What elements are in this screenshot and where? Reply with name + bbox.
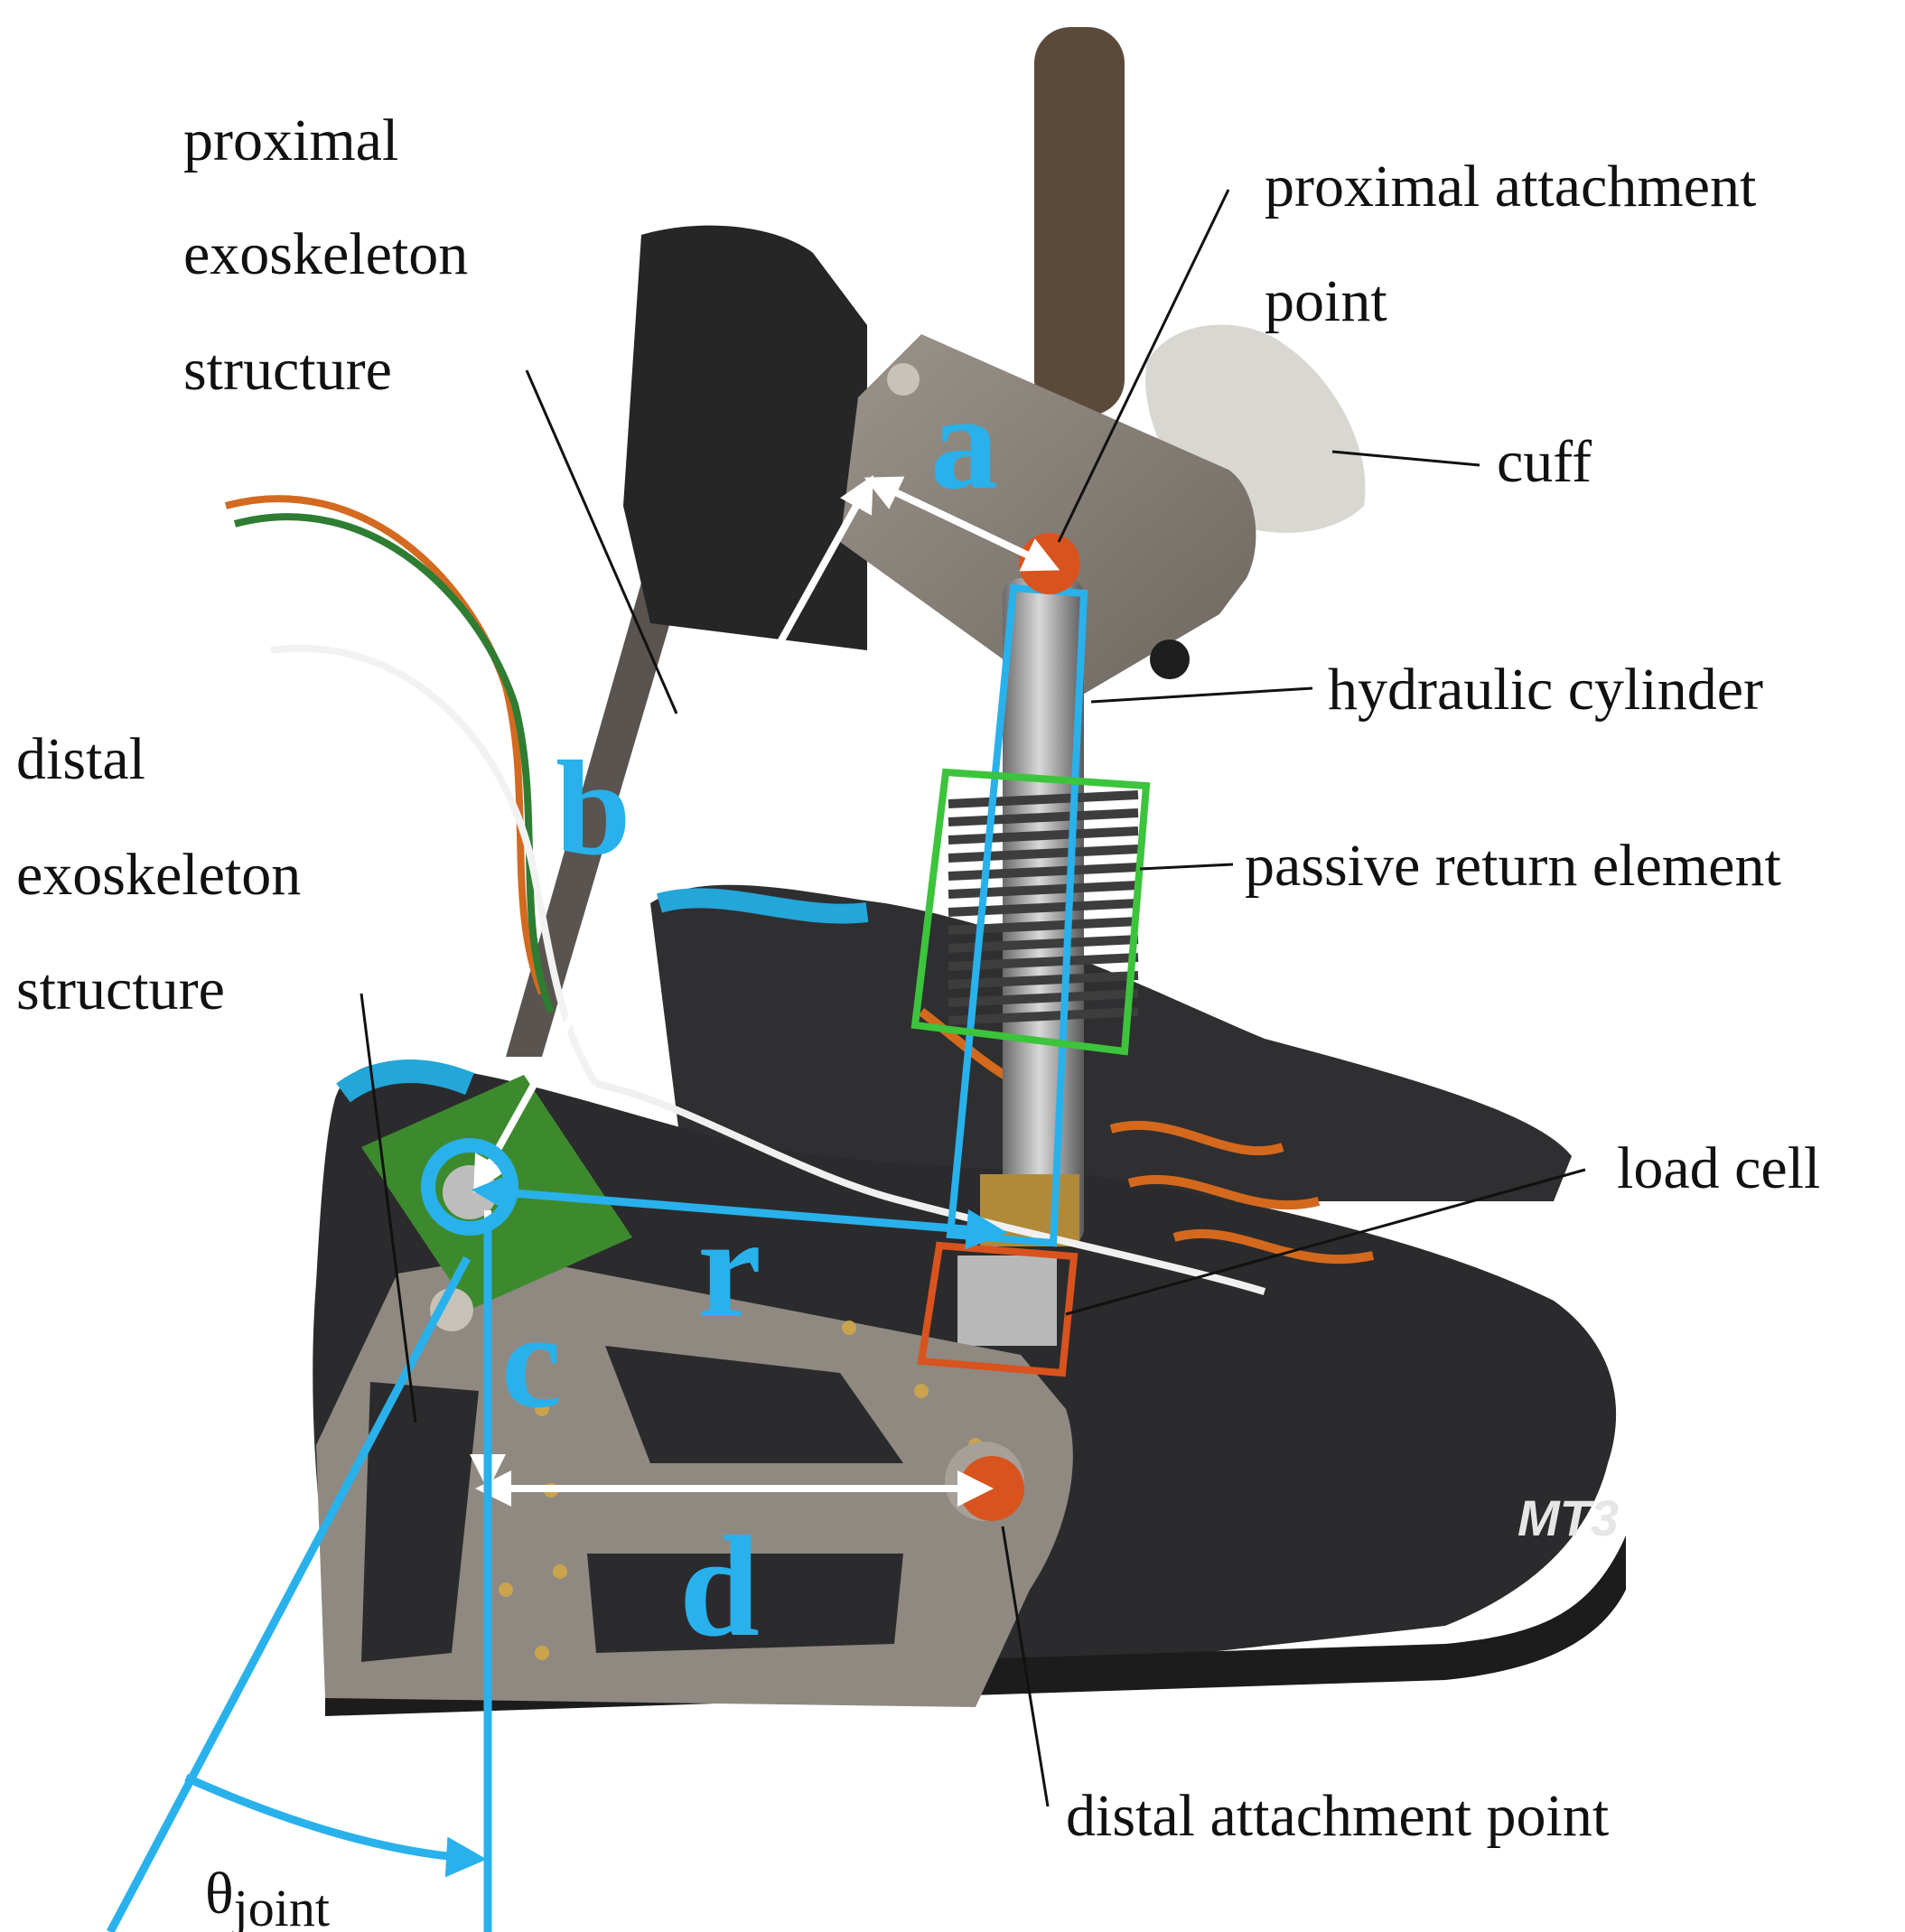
angle-label: θjoint	[205, 1861, 330, 1932]
plate-rivets	[499, 1321, 983, 1660]
leader-proximal-attachment	[1057, 189, 1230, 543]
shoe-brand: MT3	[1517, 1489, 1619, 1546]
joint-bolt-2	[430, 1288, 473, 1331]
vector-label-b: b	[556, 733, 630, 883]
angle-subscript: joint	[232, 1879, 330, 1932]
spring-coils	[948, 790, 1139, 1025]
rear-shoe	[650, 884, 1572, 1201]
vector-label-c: c	[501, 1286, 562, 1436]
shoe-collar	[336, 1059, 474, 1103]
joint-angle	[107, 1138, 518, 1932]
vector-b	[473, 475, 873, 1193]
leader-hydraulic-cylinder	[1090, 686, 1313, 704]
leader-load-cell	[1065, 1168, 1586, 1316]
leader-distal-attachment	[1001, 1526, 1050, 1807]
label-load-cell: load cell	[1617, 1135, 1820, 1201]
support-post	[1034, 27, 1125, 415]
plate-cutout-lower	[587, 1554, 903, 1653]
vector-label-a: a	[930, 368, 998, 518]
foot-orientation-line	[107, 1255, 471, 1932]
plate-cutout-left	[361, 1382, 479, 1662]
plate-bolt	[887, 363, 920, 396]
angle-symbol: θ	[205, 1861, 234, 1927]
vector-r	[472, 1172, 1007, 1250]
leader-distal-structure	[360, 993, 417, 1423]
label-proximal-line2: exoskeleton	[183, 221, 468, 287]
leader-lines	[360, 189, 1586, 1807]
vector-label-d: d	[679, 1506, 760, 1666]
label-passive-return-element: passive return element	[1245, 833, 1781, 899]
leader-proximal-structure	[525, 369, 678, 714]
joint-circle	[421, 1138, 518, 1236]
label-distal-line3: structure	[16, 957, 225, 1022]
label-proximal-attachment-line2: point	[1265, 268, 1387, 334]
leader-cuff	[1331, 450, 1480, 467]
label-cuff: cuff	[1497, 429, 1592, 495]
label-distal-line2: exoskeleton	[16, 842, 301, 908]
label-distal-line1: distal	[16, 726, 145, 792]
label-proximal-line1: proximal	[183, 107, 398, 173]
plate-cutout-upper	[605, 1346, 903, 1463]
load-cell-box	[917, 1241, 1079, 1377]
leader-passive-return	[1139, 863, 1234, 871]
vector-label-r: r	[697, 1187, 761, 1348]
label-hydraulic-cylinder: hydraulic cylinder	[1328, 657, 1763, 723]
label-distal-attachment: distal attachment point	[1066, 1783, 1609, 1849]
vector-a	[864, 476, 1060, 572]
label-proximal-attachment-line1: proximal attachment	[1265, 154, 1756, 219]
load-cell-body	[957, 1255, 1057, 1346]
velcro-strap	[623, 225, 867, 650]
plate-knob	[1150, 639, 1190, 679]
label-proximal-line3: structure	[183, 337, 392, 403]
angle-arc	[184, 1773, 487, 1878]
passive-return-element-box	[910, 768, 1151, 1056]
